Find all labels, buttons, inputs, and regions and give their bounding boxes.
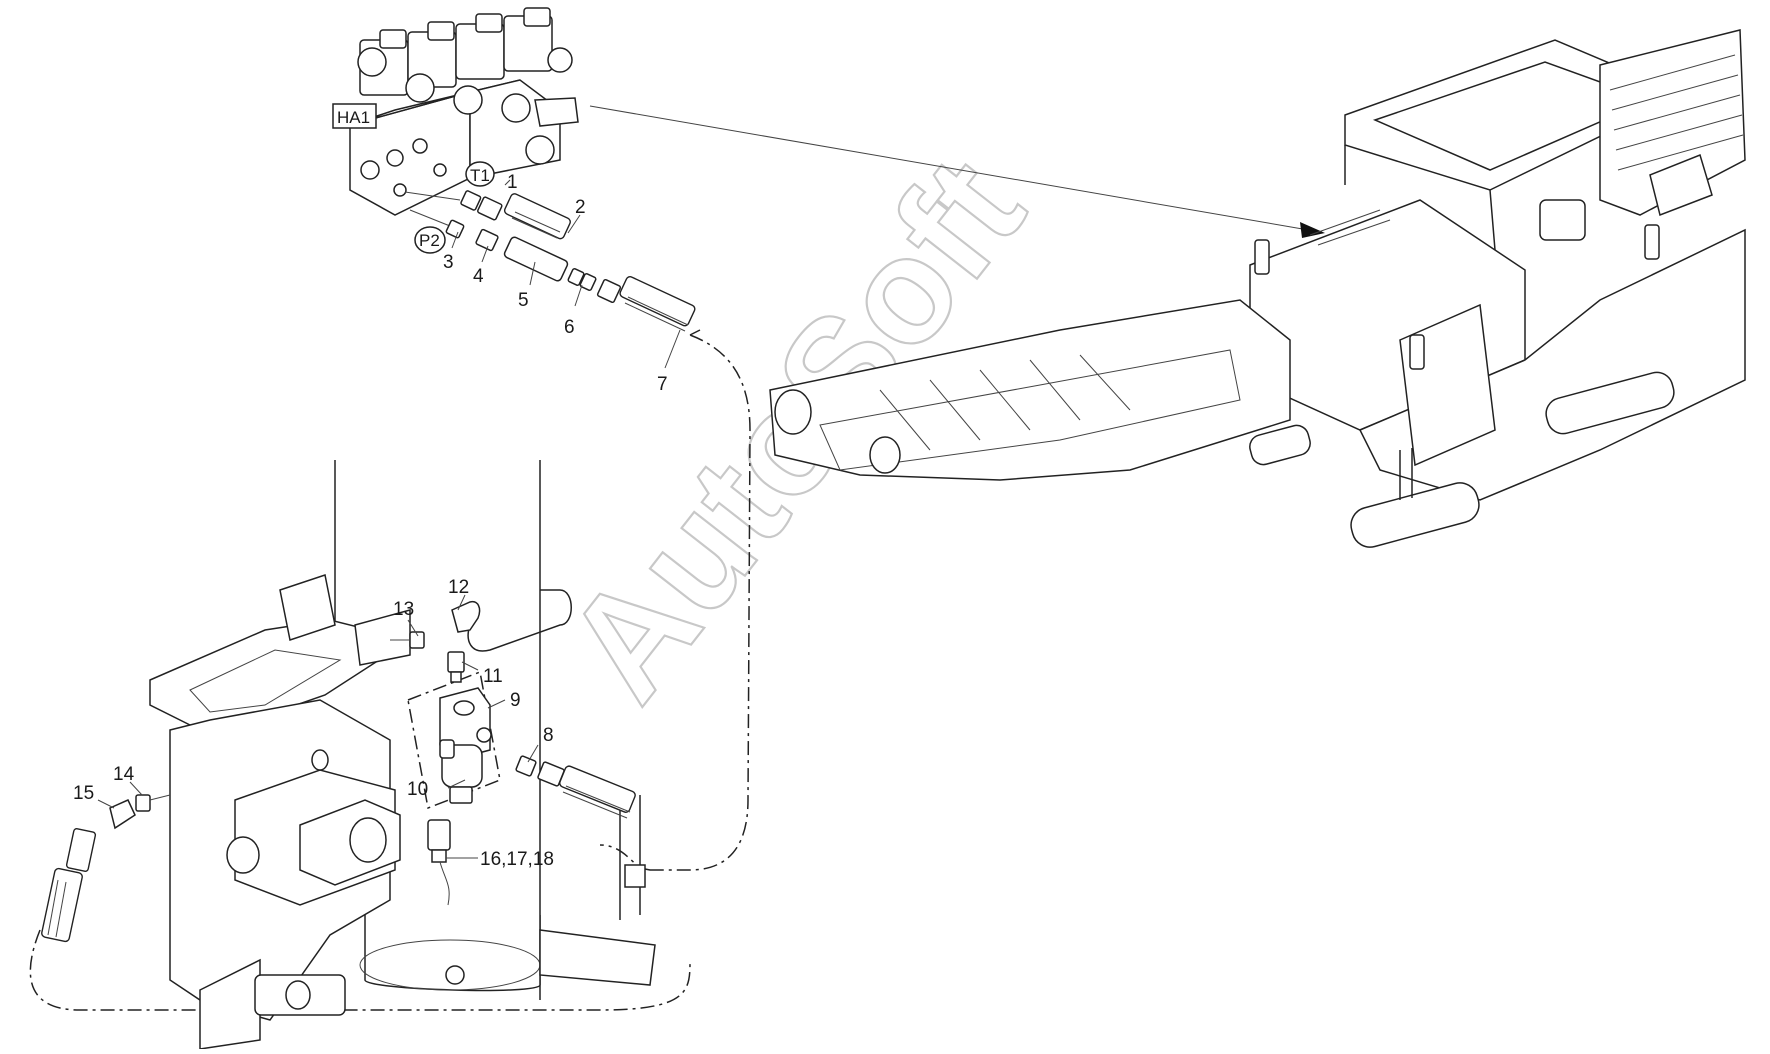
tag-ha1: HA1 [337, 108, 370, 127]
callout-1: 1 [507, 172, 518, 193]
callout-5: 5 [518, 290, 529, 311]
callout-8: 8 [543, 725, 554, 746]
pointer-arrow [589, 105, 1321, 233]
callout-4: 4 [473, 266, 484, 287]
tag-p2: P2 [419, 231, 440, 250]
leader-lines-bottom [97, 594, 539, 859]
tag-t1: T1 [470, 166, 490, 185]
callout-6: 6 [564, 317, 575, 338]
tank-assembly [149, 460, 656, 1050]
callout-7: 7 [657, 374, 668, 395]
callout-10: 10 [407, 779, 428, 800]
callout-11: 11 [483, 666, 503, 687]
milling-machine [769, 29, 1746, 548]
callout-2: 2 [575, 197, 586, 218]
callout-15: 15 [73, 783, 94, 804]
leader-lines-top [451, 179, 681, 369]
top-fittings [404, 190, 696, 332]
callout-9: 9 [510, 690, 521, 711]
pointer-arrowhead [1300, 222, 1325, 238]
valve-block [349, 7, 579, 216]
callout-3: 3 [443, 252, 454, 273]
callout-12: 12 [448, 577, 469, 598]
dashed-box [407, 670, 501, 810]
tag-circle-p2 [414, 226, 446, 254]
callout-16-17-18: 16,17,18 [480, 849, 554, 870]
callout-13: 13 [393, 599, 414, 620]
tag-box-ha1 [332, 103, 377, 129]
callout-14: 14 [113, 764, 135, 785]
tag-circle-t1 [465, 161, 495, 187]
callouts: 1 2 3 4 5 6 7 8 9 10 11 12 13 14 15 16,1… [73, 172, 668, 870]
bottom-fittings [41, 600, 636, 943]
hose-route-bottom [29, 929, 691, 1011]
hose-route [630, 329, 751, 871]
